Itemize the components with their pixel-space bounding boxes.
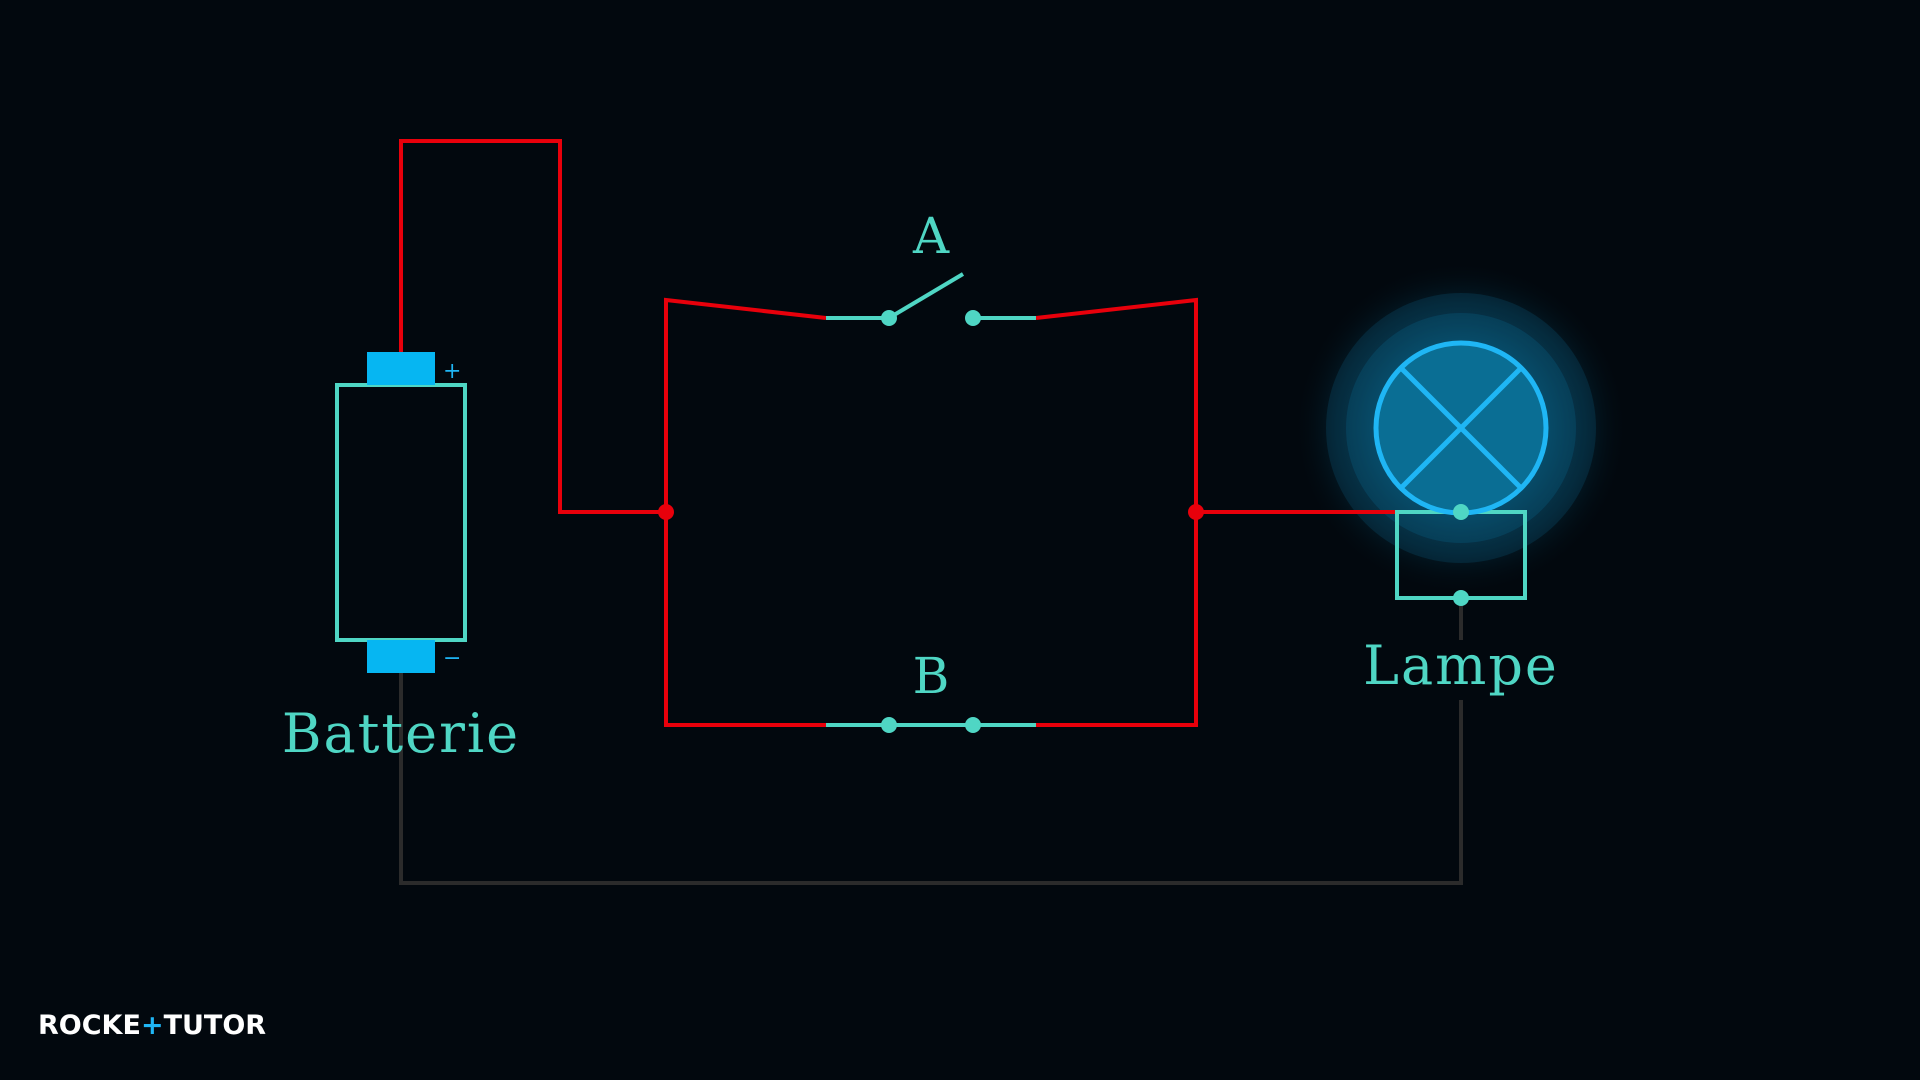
switch-a [826,272,1036,326]
live-wire-branch-a-left [664,297,827,512]
logo-text-2: TUTO [163,1010,246,1041]
live-wire-branch-b-right [1036,512,1198,727]
live-wire-top-left [399,139,666,514]
switch-b-label: B [913,647,950,705]
rocket-tutor-logo: ROCKE+TUTOR [38,1010,266,1041]
battery-minus-sign: − [443,646,461,671]
logo-plus-icon: + [140,1010,164,1041]
battery-minus-terminal [367,640,435,673]
junction-right [1188,504,1204,520]
logo-text-3: R [245,1010,267,1041]
return-wire [399,672,1463,885]
battery [335,352,467,673]
battery-plus-sign: + [443,359,461,384]
switch-a-label: A [912,207,950,265]
battery-plus-terminal [367,352,435,385]
logo-text-1: ROCKE [38,1010,141,1041]
junction-left [658,504,674,520]
lamp-label: Lampe [1363,634,1559,697]
switch-b [826,717,1036,733]
battery-label: Batterie [282,702,520,765]
live-wire-branch-b-left [664,512,826,727]
lamp [1373,340,1549,606]
live-wire-branch-a-right [1035,297,1198,512]
